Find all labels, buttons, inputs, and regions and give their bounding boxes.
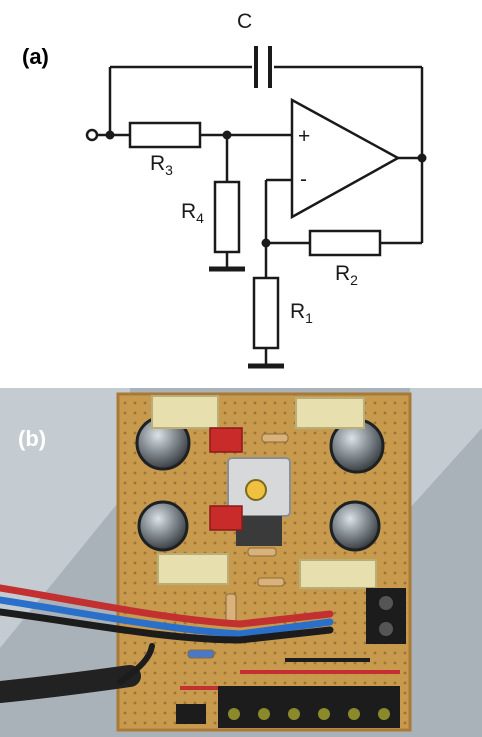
- resistor-r2-label: R2: [335, 262, 358, 288]
- junction-dot: [261, 238, 271, 248]
- opamp-minus-label: -: [300, 168, 307, 191]
- resistor-r3: [128, 121, 202, 149]
- small-resistor: [187, 433, 289, 659]
- red-capacitor: [209, 427, 243, 531]
- resistor-r4-label: R4: [181, 200, 204, 226]
- panel-a-label: (a): [22, 44, 49, 69]
- heatsink-screw: [245, 479, 267, 501]
- resistor-r1-label: R1: [290, 300, 313, 326]
- junction-dot: [105, 130, 115, 140]
- input-node: [85, 67, 130, 142]
- white-surface-left: [0, 388, 130, 648]
- resistor-r4: [213, 135, 241, 268]
- pin-header: [176, 704, 206, 724]
- film-capacitor: [151, 395, 377, 589]
- wire-minus-input: [264, 178, 310, 278]
- circuit-schematic: (a) C R3 R4 + - R2: [22, 10, 427, 369]
- opamp-triangle: [290, 97, 401, 220]
- cable-bundle: [0, 584, 334, 703]
- white-surface-right: [410, 388, 482, 508]
- opamp-plus-label: +: [298, 125, 310, 148]
- junction-dot: [417, 153, 427, 163]
- capacitor-c: [110, 46, 422, 88]
- terminal-block-side: [366, 588, 406, 644]
- regulator-body: [236, 516, 282, 546]
- resistor-r1: [252, 276, 280, 350]
- electrolytic-capacitor: [135, 415, 385, 552]
- terminal-block-bottom: [218, 686, 400, 728]
- resistor-r3-label: R3: [150, 152, 173, 178]
- capacitor-label: C: [237, 10, 252, 33]
- panel-b-label: (b): [18, 426, 46, 451]
- circuit-board-photo: (b): [0, 388, 482, 737]
- resistor-r2: [308, 229, 382, 257]
